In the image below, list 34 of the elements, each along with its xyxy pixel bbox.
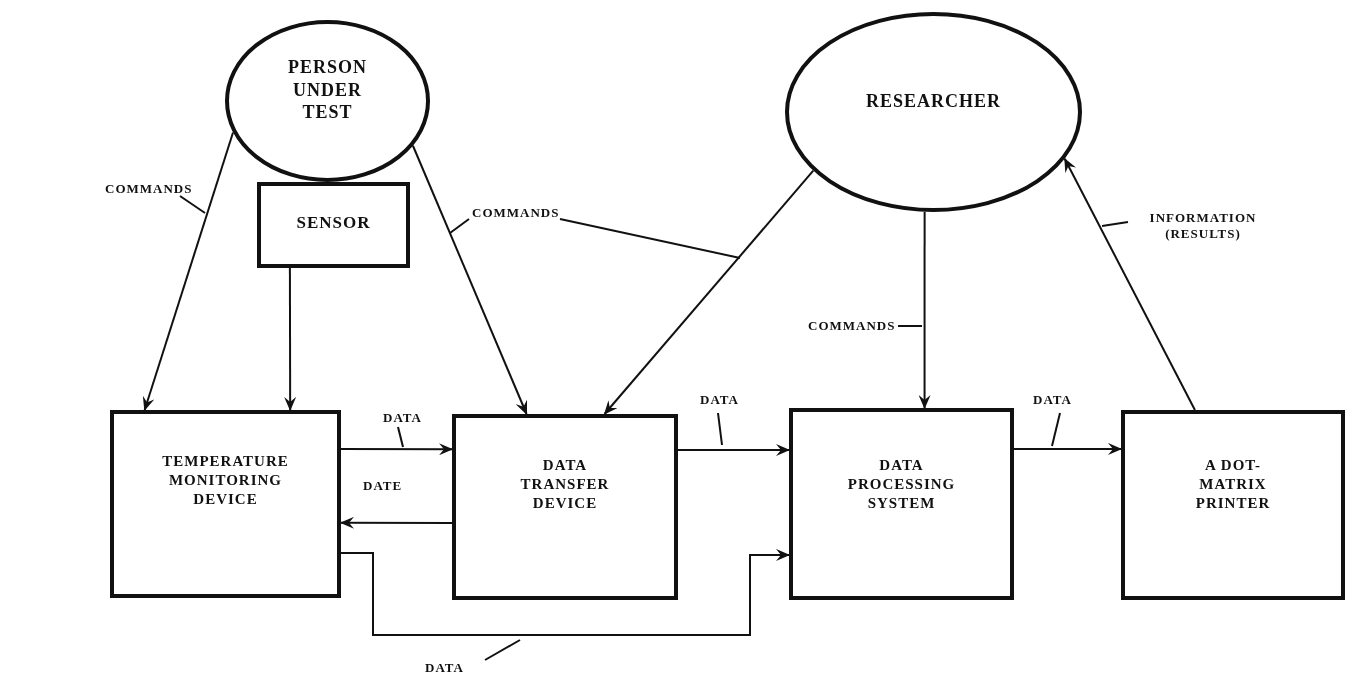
- process-box: [789, 408, 1014, 600]
- arrow: [411, 144, 528, 415]
- node-label: DATA PROCESSING SYSTEM: [846, 456, 957, 513]
- edge-label: DATA: [383, 410, 422, 426]
- edge-label: COMMANDS: [472, 205, 560, 221]
- edge-label: COMMANDS: [808, 318, 896, 334]
- node-label: RESEARCHER: [865, 90, 1002, 113]
- process-box: [1121, 410, 1345, 600]
- process-box: [110, 410, 341, 598]
- arrow: [1063, 157, 1196, 411]
- node-label: SENSOR: [295, 212, 372, 234]
- edge-label: DATA: [425, 660, 464, 676]
- process-box: [452, 414, 678, 600]
- edge-label: COMMANDS: [105, 181, 193, 197]
- edge-label: DATE: [363, 478, 403, 494]
- arrow: [1013, 442, 1122, 455]
- edge-label: DATA: [1033, 392, 1072, 408]
- edge-label: DATA: [700, 392, 739, 408]
- arrow: [603, 169, 815, 415]
- node-label: PERSON UNDER TEST: [287, 56, 368, 124]
- node-label: TEMPERATURE MONITORING DEVICE: [161, 452, 290, 509]
- arrow: [340, 443, 453, 456]
- actor-ellipse: [225, 20, 430, 182]
- process-box: [257, 182, 410, 268]
- arrow: [677, 444, 790, 456]
- arrow: [284, 267, 297, 411]
- edge-label: INFORMATION (RESULTS): [1148, 210, 1258, 242]
- node-label: DATA TRANSFER DEVICE: [519, 456, 611, 513]
- arrow: [918, 210, 931, 409]
- node-label: A DOT-MATRIX PRINTER: [1194, 456, 1272, 513]
- arrow: [340, 548, 790, 636]
- arrow: [142, 131, 235, 411]
- arrow: [340, 516, 453, 529]
- actor-ellipse: [785, 12, 1082, 212]
